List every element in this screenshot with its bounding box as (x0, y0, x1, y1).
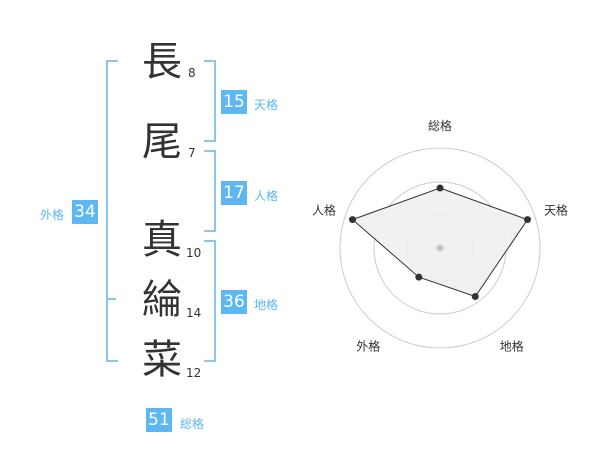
tenkaku-bracket (204, 60, 216, 142)
jinkaku-label: 人格 (254, 189, 279, 203)
radar-points (349, 184, 531, 301)
tenkaku-label: 天格 (254, 98, 279, 112)
name-char-3: 真 (142, 217, 182, 263)
radar-polygon (351, 187, 529, 298)
name-char-4: 綸 (142, 277, 182, 323)
gaikaku-bracket (106, 60, 118, 362)
radar-axis-label-5: 人格 (312, 202, 336, 217)
radar-point-4 (415, 273, 423, 281)
chikaku-label: 地格 (254, 298, 279, 312)
name-char-2: 尾 (142, 119, 182, 165)
jinkaku-value: 17 (221, 181, 247, 205)
tenkaku-value: 15 (221, 90, 247, 114)
radar-point-3 (471, 293, 479, 301)
soukaku-label: 総格 (180, 417, 205, 431)
radar-point-5 (349, 216, 357, 224)
radar-axis-label-3: 地格 (500, 339, 524, 354)
name-char-1: 長 (142, 39, 182, 85)
chikaku-value: 36 (221, 290, 247, 314)
radar-axis-label-4: 外格 (356, 339, 380, 354)
radar-axis-label-1: 総格 (428, 118, 452, 133)
radar-point-1 (436, 184, 444, 192)
gaikaku-value: 34 (72, 200, 98, 224)
stroke-count-4: 14 (186, 306, 202, 320)
stroke-count-3: 10 (186, 246, 202, 260)
radar-center-dot (436, 244, 444, 252)
radar-ring-3 (339, 147, 541, 349)
soukaku-value: 51 (146, 408, 172, 432)
name-char-5: 菜 (142, 337, 182, 383)
chikaku-bracket (204, 240, 216, 362)
radar-point-2 (523, 216, 531, 224)
gaikaku-label: 外格 (40, 208, 65, 222)
stroke-count-2: 7 (188, 146, 196, 160)
stroke-count-1: 8 (188, 66, 196, 80)
jinkaku-bracket (204, 150, 216, 232)
gaikaku-bracket-divider (106, 298, 116, 300)
stroke-count-5: 12 (186, 366, 202, 380)
radar-axis-label-2: 天格 (544, 202, 568, 217)
